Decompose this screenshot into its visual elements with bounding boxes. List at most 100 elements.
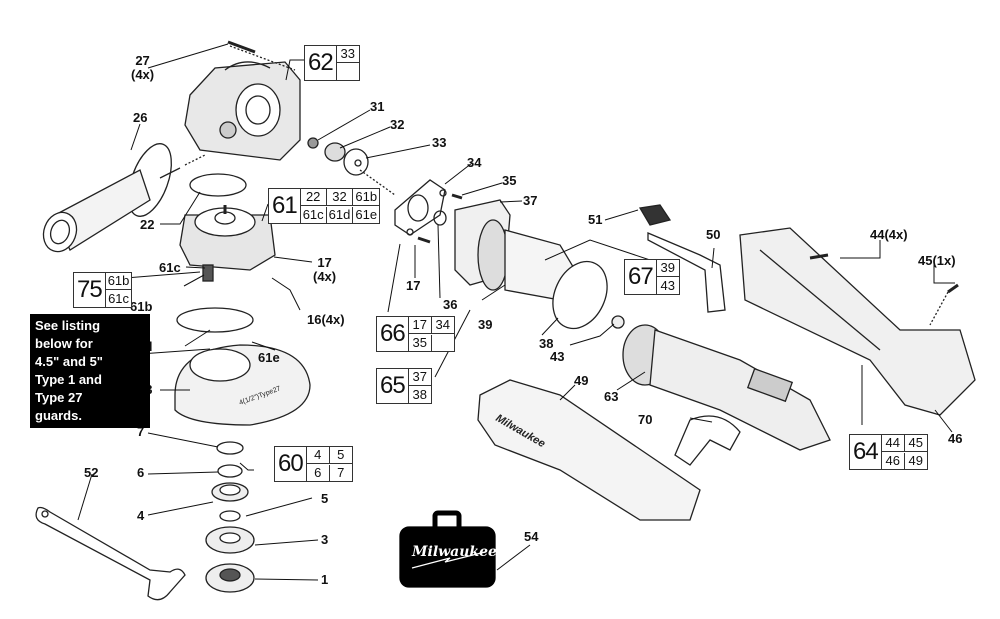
kit-part-ref: 61b xyxy=(353,189,380,206)
spanner-wrench-part xyxy=(35,506,186,601)
callout-3: 3 xyxy=(321,532,329,547)
callout-51: 51 xyxy=(588,212,603,227)
motor-housing-part xyxy=(739,227,976,416)
callout-61b: 61b xyxy=(130,299,153,314)
kit-part-ref: 32 xyxy=(326,189,354,206)
kit-part-ref: 22 xyxy=(300,189,327,206)
motor-electronics-part xyxy=(622,324,831,451)
callout-61c: 61c xyxy=(159,260,181,275)
kit-number: 66 xyxy=(377,317,409,351)
callout-5: 5 xyxy=(321,491,329,506)
kit-part-ref: 44 xyxy=(881,435,905,452)
kit-part-ref xyxy=(432,335,454,351)
screw-part xyxy=(227,40,256,54)
callout-45: 45(1x) xyxy=(918,253,956,268)
kit-part-ref: 5 xyxy=(329,447,352,464)
callout-35: 35 xyxy=(502,173,517,188)
note-line: 4.5" and 5" xyxy=(35,354,103,369)
callout-32: 32 xyxy=(390,117,405,132)
callout-54: 54 xyxy=(524,529,539,544)
callout-4: 4 xyxy=(137,508,145,523)
wheel-guard-part: 4(1/2")Type27 xyxy=(174,344,311,426)
callout-31: 31 xyxy=(370,99,385,114)
kit-part-ref: 45 xyxy=(904,435,927,452)
callout-37: 37 xyxy=(523,193,538,208)
kit-number: 67 xyxy=(625,260,657,294)
armature-part xyxy=(454,199,601,301)
callout-44: 44(4x) xyxy=(870,227,908,242)
kit-number: 61 xyxy=(269,189,301,223)
kit-number: 75 xyxy=(74,273,106,307)
callout-34: 34 xyxy=(467,155,482,170)
callout-22: 22 xyxy=(140,217,155,232)
note-line: Type 27 xyxy=(35,390,83,405)
gear-case-part xyxy=(184,45,301,161)
kit-part-ref: 43 xyxy=(660,277,675,293)
switch-link-part xyxy=(647,232,726,313)
kit-number: 64 xyxy=(850,435,882,469)
kit-number: 62 xyxy=(305,46,337,80)
spindle-assembly-part xyxy=(179,205,276,282)
callout-63: 63 xyxy=(604,389,619,404)
bearing-part xyxy=(611,315,625,329)
callout-39: 39 xyxy=(478,317,493,332)
kit-part-ref: 46 xyxy=(882,452,905,469)
kit-part-ref: 39 xyxy=(656,260,679,277)
callout-70: 70 xyxy=(638,412,653,427)
note-line: Type 1 and xyxy=(35,372,102,387)
note-line: below for xyxy=(35,336,93,351)
callout-36: 36 xyxy=(443,297,458,312)
side-handle-part xyxy=(42,143,206,253)
kit-part-ref: 33 xyxy=(336,46,359,63)
kit-part-ref: 61d xyxy=(327,206,354,223)
kit-part-ref: 35 xyxy=(409,334,432,351)
gasket-part xyxy=(394,179,463,244)
flange-stack-part xyxy=(205,441,255,593)
guard-clamp-part xyxy=(176,307,254,333)
callout-27: 27(4x) xyxy=(131,53,155,82)
callout-61e: 61e xyxy=(258,350,280,365)
cover-part xyxy=(674,415,741,466)
callout-17-4x: 17(4x) xyxy=(313,255,337,284)
kit-part-ref: 38 xyxy=(412,386,427,402)
kit-contents: 33 xyxy=(336,46,359,80)
kit-part-ref xyxy=(337,64,359,80)
callout-49: 49 xyxy=(574,373,589,388)
handle-housing-part: Milwaukee xyxy=(477,379,701,521)
callout-38: 38 xyxy=(539,336,554,351)
spindle-lock-parts xyxy=(307,137,396,196)
kit-part-ref: 37 xyxy=(408,369,431,386)
guard-listing-note: See listing below for 4.5" and 5" Type 1… xyxy=(30,314,150,428)
callout-1: 1 xyxy=(321,572,329,587)
callout-17: 17 xyxy=(406,278,421,293)
callout-46: 46 xyxy=(948,431,963,446)
kit-number: 65 xyxy=(377,369,409,403)
callout-43: 43 xyxy=(550,349,565,364)
callout-7: 7 xyxy=(137,424,145,439)
kit-part-ref: 61b xyxy=(105,273,132,290)
kit-part-ref: 61c xyxy=(108,290,130,306)
leader-lines xyxy=(77,43,955,581)
kit-part-ref: 61e xyxy=(355,206,378,222)
callout-33: 33 xyxy=(432,135,447,150)
o-ring-part xyxy=(189,173,247,197)
callout-26: 26 xyxy=(133,110,148,125)
kit-part-ref: 6 xyxy=(307,464,330,481)
carrying-case: Milwaukee xyxy=(399,510,497,588)
